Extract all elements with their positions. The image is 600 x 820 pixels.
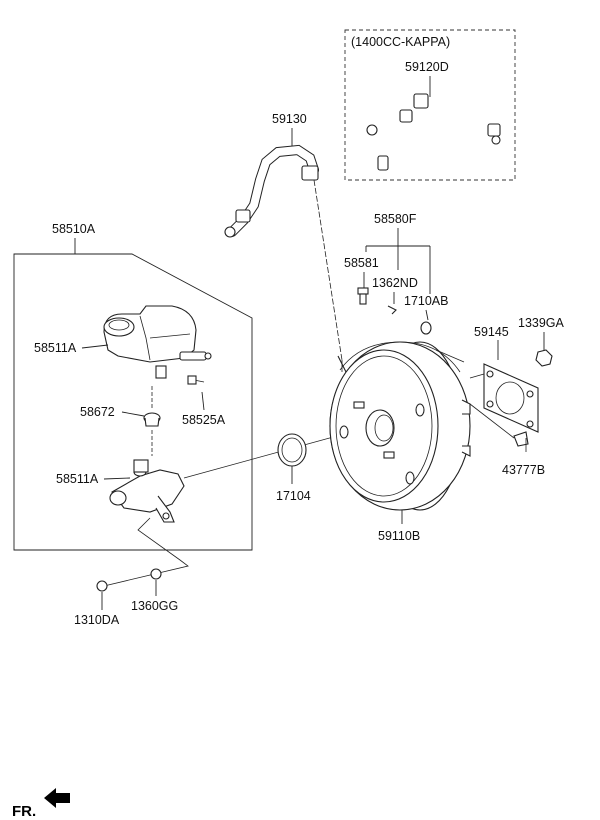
- arrow-left-icon: [44, 788, 70, 808]
- label-43777B: 43777B: [502, 463, 545, 477]
- reservoir-58511A: 58511A: [34, 305, 212, 379]
- label-1360GG: 1360GG: [131, 599, 178, 613]
- vacuum-hose-59130: 59130: [224, 112, 358, 382]
- label-59110B: 59110B: [378, 529, 420, 543]
- label-59120D: 59120D: [405, 60, 449, 74]
- master-cylinder-58511A: 58511A: [56, 459, 185, 523]
- front-label: FR.: [12, 803, 36, 820]
- variant-label: (1400CC-KAPPA): [351, 35, 450, 49]
- label-1310DA: 1310DA: [74, 613, 120, 627]
- oring-17104: 17104: [183, 427, 367, 503]
- label-17104: 17104: [276, 489, 311, 503]
- label-59145: 59145: [474, 325, 509, 339]
- variant-dashed-frame: [344, 29, 516, 181]
- label-1339GA: 1339GA: [518, 316, 565, 330]
- label-58511A-bottom: 58511A: [56, 472, 99, 486]
- label-59130: 59130: [272, 112, 307, 126]
- label-58580F: 58580F: [374, 212, 417, 226]
- group-58580F: 58580F 58581 1362ND 1710AB: [344, 212, 448, 335]
- label-58581: 58581: [344, 256, 379, 270]
- front-direction-indicator: FR.: [12, 788, 70, 820]
- fasteners-bottom: 1310DA 1360GG: [74, 517, 189, 627]
- gasket-59145: 59145: [435, 325, 539, 433]
- label-1710AB: 1710AB: [404, 294, 448, 308]
- grommet-58672: 58672: [80, 386, 161, 456]
- clip-43777B: 43777B: [469, 403, 545, 477]
- vacuum-hose-59120D: [366, 92, 501, 172]
- brake-booster-59110B: 59110B: [329, 341, 471, 543]
- label-58510A: 58510A: [52, 222, 96, 236]
- label-58672: 58672: [80, 405, 115, 419]
- label-1362ND: 1362ND: [372, 276, 418, 290]
- label-58525A: 58525A: [182, 413, 226, 427]
- screw-58525A: 58525A: [182, 375, 226, 427]
- master-cylinder-frame: 58510A: [13, 222, 253, 551]
- label-58511A-top: 58511A: [34, 341, 77, 355]
- nut-1339GA: 1339GA: [518, 316, 565, 367]
- variant-box: (1400CC-KAPPA) 59120D: [344, 29, 516, 181]
